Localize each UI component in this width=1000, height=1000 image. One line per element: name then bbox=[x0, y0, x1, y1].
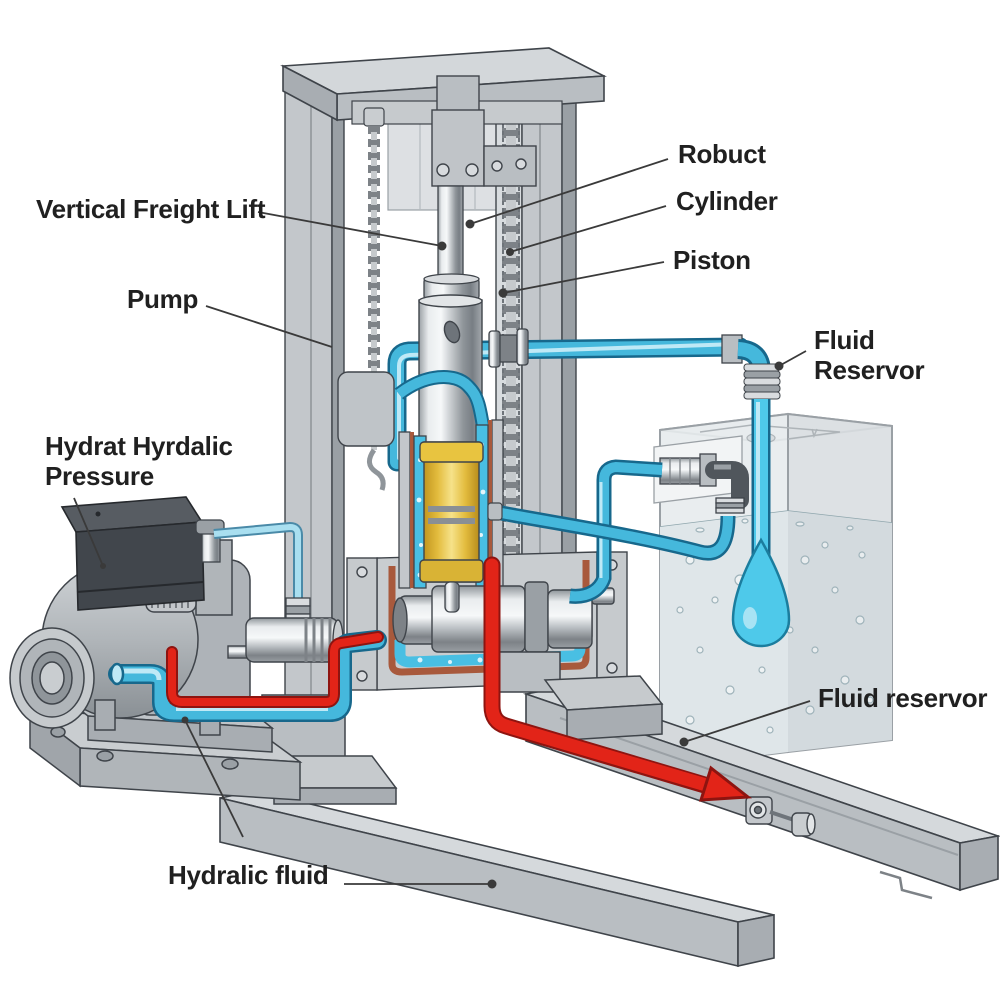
tank-connector bbox=[653, 435, 749, 514]
piston bbox=[419, 441, 484, 583]
label-vertical-freight-lift: Vertical Freight Lift bbox=[36, 194, 266, 224]
label-hydraulic-pressure-line2: Pressure bbox=[45, 461, 154, 491]
return-pipe bbox=[387, 337, 750, 472]
label-fluid-reservoir-top-line1: Fluid bbox=[814, 325, 875, 355]
carriage-bracket bbox=[337, 371, 395, 447]
leader-lines bbox=[73, 158, 811, 889]
label-pump: Pump bbox=[127, 284, 199, 314]
rod-tip bbox=[444, 581, 460, 613]
pressure-pipe-flow-arrow bbox=[483, 556, 753, 802]
motor-control-box bbox=[60, 496, 205, 611]
label-hydraulic-fluid: Hydralic fluid bbox=[168, 860, 329, 890]
pipe-grommet bbox=[488, 328, 529, 368]
label-hydraulic-pressure: Hydrat Hyrdalic Pressure bbox=[45, 431, 233, 491]
label-fluid-reservoir-top: Fluid Reservor bbox=[814, 325, 925, 385]
fork-lower bbox=[219, 790, 775, 968]
label-hydraulic-pressure-line1: Hydrat Hyrdalic bbox=[45, 431, 233, 461]
fork-end-fitting bbox=[745, 796, 816, 837]
label-robuct: Robuct bbox=[678, 139, 766, 169]
label-fluid-reservoir-top-line2: Reservor bbox=[814, 355, 925, 385]
tank-bubbles bbox=[676, 518, 874, 734]
jacket-to-tank-pipe bbox=[487, 502, 736, 561]
label-cylinder: Cylinder bbox=[676, 186, 778, 216]
pump-pipes bbox=[108, 630, 387, 722]
label-fluid-reservoir-bottom: Fluid reservor bbox=[818, 683, 988, 713]
label-piston: Piston bbox=[673, 245, 751, 275]
reservoir-drop-tube bbox=[721, 334, 791, 648]
pump-top-fitting bbox=[195, 519, 311, 623]
cylinder-head bbox=[431, 75, 537, 187]
piston-rod bbox=[423, 185, 480, 301]
